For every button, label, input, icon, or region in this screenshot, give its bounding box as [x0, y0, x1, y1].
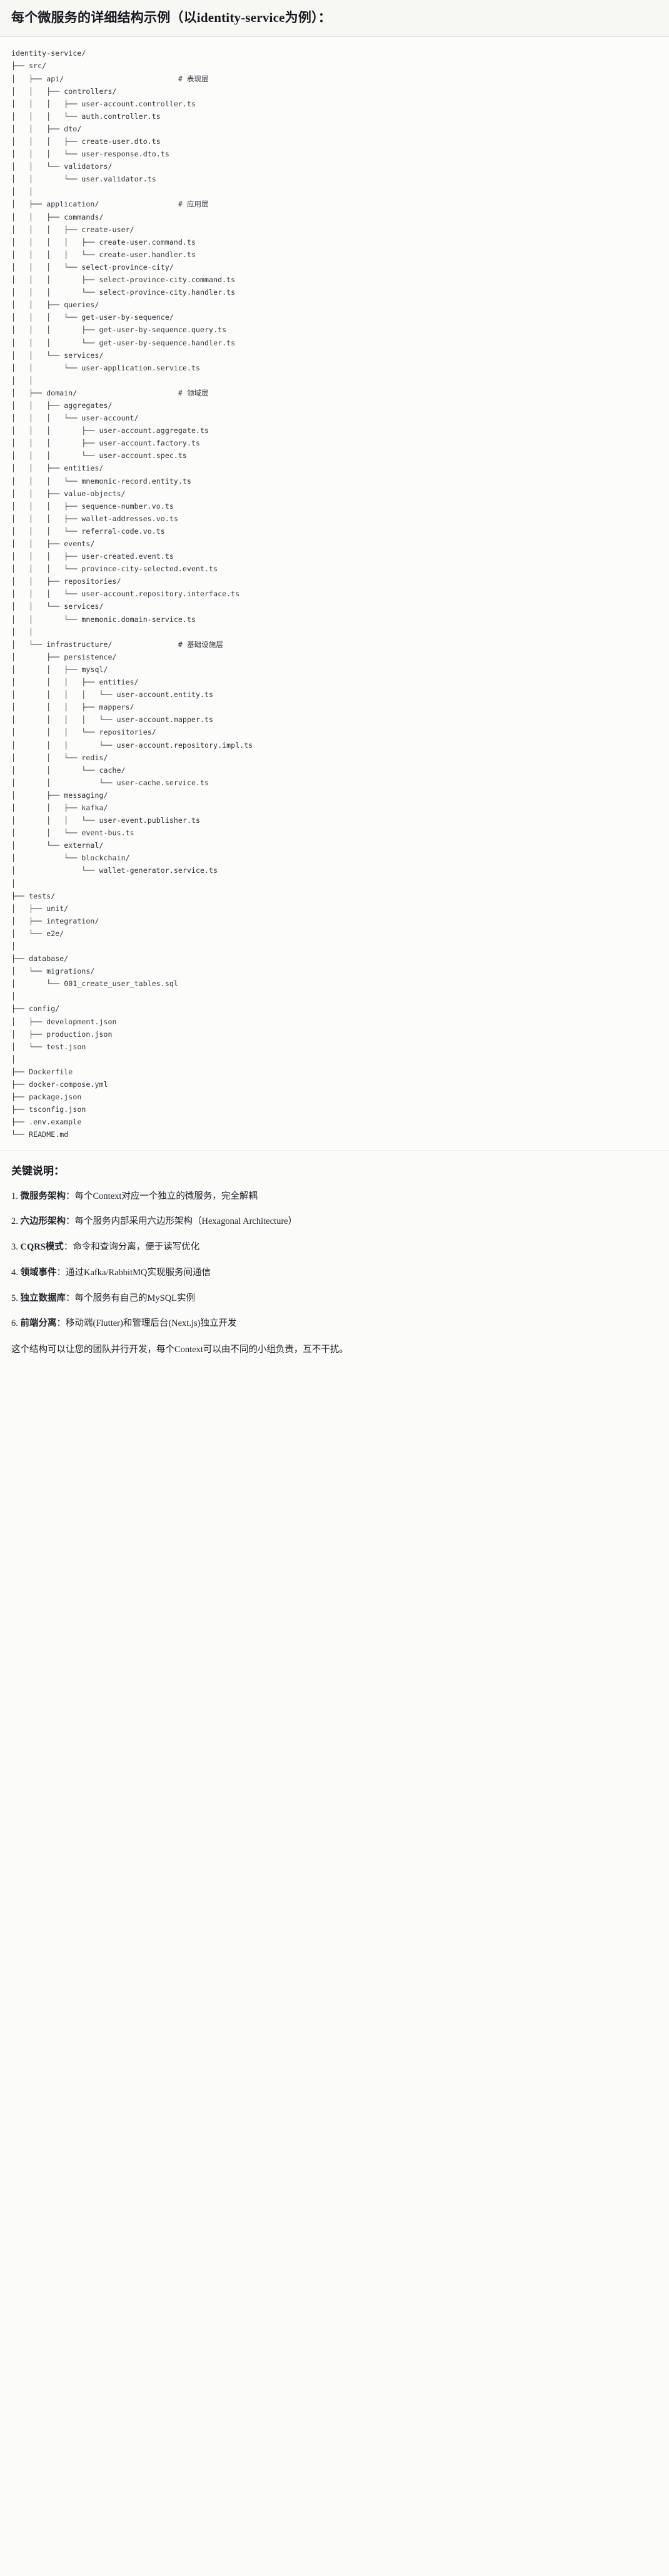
- key-notes-list: 微服务架构：每个Context对应一个独立的微服务，完全解耦六边形架构：每个服务…: [11, 1190, 658, 1331]
- key-note-term: CQRS模式: [20, 1242, 64, 1252]
- page-header: 每个微服务的详细结构示例（以identity-service为例）：: [0, 0, 669, 38]
- key-note-term: 六边形架构: [20, 1216, 66, 1227]
- directory-tree: identity-service/ ├── src/ │ ├── api/ # …: [11, 49, 253, 1139]
- key-note-description: ：每个服务有自己的MySQL实例: [66, 1293, 196, 1303]
- key-note-item: 前端分离：移动端(Flutter)和管理后台(Next.js)独立开发: [11, 1317, 658, 1331]
- key-note-term: 领域事件: [20, 1267, 57, 1278]
- key-note-description: ：每个Context对应一个独立的微服务，完全解耦: [66, 1191, 258, 1201]
- key-note-description: ：通过Kafka/RabbitMQ实现服务间通信: [56, 1267, 211, 1278]
- page-title: 每个微服务的详细结构示例（以identity-service为例）：: [11, 10, 331, 25]
- key-note-item: 微服务架构：每个Context对应一个独立的微服务，完全解耦: [11, 1190, 658, 1204]
- key-note-item: CQRS模式：命令和查询分离，便于读写优化: [11, 1241, 658, 1255]
- key-note-description: ：命令和查询分离，便于读写优化: [63, 1242, 200, 1252]
- key-notes-section: 关键说明： 微服务架构：每个Context对应一个独立的微服务，完全解耦六边形架…: [0, 1150, 669, 1367]
- key-note-description: ：移动端(Flutter)和管理后台(Next.js)独立开发: [56, 1318, 237, 1329]
- key-note-item: 六边形架构：每个服务内部采用六边形架构（Hexagonal Architectu…: [11, 1215, 658, 1229]
- closing-paragraph: 这个结构可以让您的团队并行开发，每个Context可以由不同的小组负责，互不干扰…: [11, 1345, 348, 1355]
- key-note-term: 独立数据库: [20, 1293, 66, 1303]
- page-root: 每个微服务的详细结构示例（以identity-service为例）： ident…: [0, 0, 669, 1367]
- key-notes-heading: 关键说明：: [11, 1164, 64, 1177]
- key-note-item: 领域事件：通过Kafka/RabbitMQ实现服务间通信: [11, 1266, 658, 1280]
- directory-tree-block: identity-service/ ├── src/ │ ├── api/ # …: [0, 37, 669, 1151]
- key-note-item: 独立数据库：每个服务有自己的MySQL实例: [11, 1292, 658, 1306]
- key-note-term: 前端分离: [20, 1318, 57, 1329]
- key-note-term: 微服务架构: [20, 1191, 66, 1201]
- key-note-description: ：每个服务内部采用六边形架构（Hexagonal Architecture）: [66, 1216, 298, 1227]
